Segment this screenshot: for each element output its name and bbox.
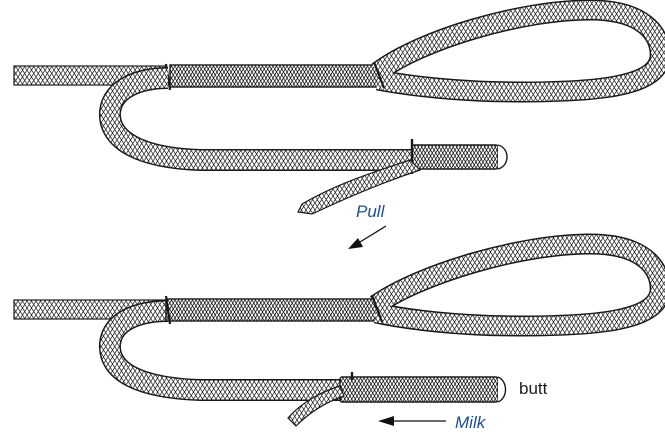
- arrow-down-left-icon: [348, 226, 386, 249]
- arrow-left-icon: [378, 416, 446, 426]
- milk-label: Milk: [455, 413, 487, 432]
- pull-label: Pull: [356, 202, 386, 221]
- top-bury-section: [170, 65, 380, 87]
- butt-label: butt: [519, 379, 548, 398]
- top-inserted-end: [412, 145, 498, 169]
- top-figure: Pull: [14, 10, 660, 249]
- bottom-figure: butt Milk: [14, 244, 660, 432]
- bottom-inserted-end: [340, 377, 498, 402]
- bottom-bury-section: [166, 299, 378, 321]
